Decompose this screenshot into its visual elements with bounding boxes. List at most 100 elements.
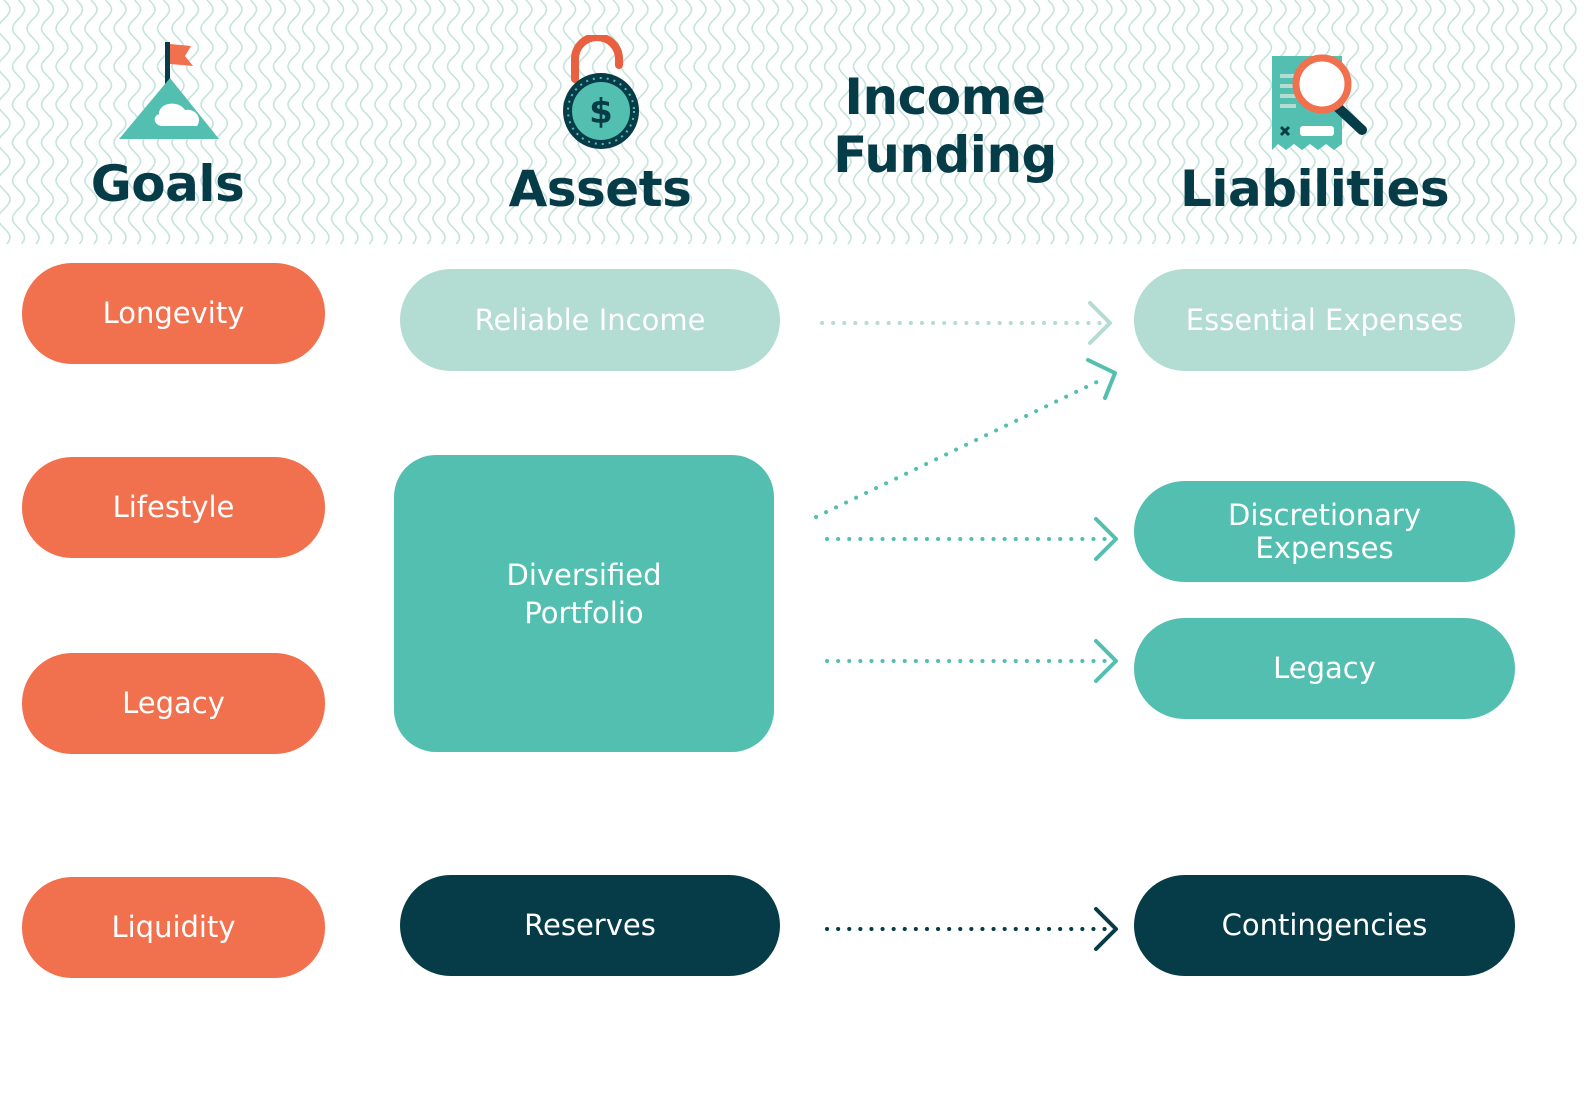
wave-line	[1389, 0, 1403, 245]
asset-diversified-line2: Portfolio	[524, 595, 644, 630]
wave-line	[649, 0, 664, 245]
wave-line	[1244, 0, 1258, 245]
liability-contingencies: Contingencies	[1134, 875, 1515, 976]
wave-line	[809, 0, 823, 245]
wave-line	[1548, 0, 1563, 245]
svg-text:$: $	[589, 92, 613, 132]
wave-line	[69, 0, 84, 245]
wave-line	[983, 0, 997, 245]
asset-reliable-income: Reliable Income	[400, 269, 780, 371]
wave-line	[113, 0, 127, 245]
wave-line	[635, 0, 649, 245]
wave-line	[1128, 0, 1142, 245]
wave-line	[997, 0, 1012, 245]
wave-line	[1331, 0, 1345, 245]
goal-legacy: Legacy	[22, 653, 325, 754]
arrow-reserves-to-contingencies	[825, 907, 1118, 951]
wave-line	[214, 0, 229, 245]
wave-line	[272, 0, 287, 245]
asset-reserves: Reserves	[400, 875, 780, 976]
wave-line	[765, 0, 780, 245]
wave-line	[1403, 0, 1418, 245]
wave-line	[417, 0, 432, 245]
wave-line	[1041, 0, 1055, 245]
wave-line	[1215, 0, 1229, 245]
wave-line	[1229, 0, 1244, 245]
wave-line	[1374, 0, 1389, 245]
wave-line	[867, 0, 881, 245]
wave-line	[26, 0, 40, 245]
wave-line	[1461, 0, 1476, 245]
wave-line	[1084, 0, 1099, 245]
arrow-portfolio-to-discretionary	[825, 517, 1118, 561]
wave-line	[1055, 0, 1070, 245]
asset-diversified-line1: Diversified	[506, 557, 662, 592]
header-liabilities: Liabilities	[1180, 160, 1450, 218]
liability-discretionary-line1: Discretionary	[1228, 497, 1421, 532]
wave-line	[490, 0, 504, 245]
wave-line	[751, 0, 765, 245]
wave-line	[1026, 0, 1041, 245]
wave-line	[1476, 0, 1490, 245]
arrow-reliable-to-essential	[820, 301, 1112, 345]
mountain-flag-icon	[119, 42, 219, 139]
wave-line	[11, 0, 26, 245]
wave-line	[1447, 0, 1461, 245]
header-income-funding: Income Funding	[820, 68, 1070, 184]
wave-line	[693, 0, 707, 245]
arrow-portfolio-to-legacy	[825, 639, 1118, 683]
wave-line	[838, 0, 852, 245]
wave-line	[1012, 0, 1026, 245]
wave-line	[1171, 0, 1186, 245]
wave-line	[345, 0, 359, 245]
wave-line	[939, 0, 954, 245]
wave-line	[1099, 0, 1113, 245]
wave-line	[722, 0, 736, 245]
wave-line	[1534, 0, 1548, 245]
wave-line	[1505, 0, 1519, 245]
wave-line	[968, 0, 983, 245]
wave-line	[910, 0, 925, 245]
dollar-lock-icon: $	[563, 35, 639, 149]
wave-line	[243, 0, 258, 245]
header-goals: Goals	[90, 155, 245, 213]
arrow-portfolio-to-essential	[814, 358, 1117, 519]
wave-line	[852, 0, 867, 245]
wave-line	[330, 0, 345, 245]
wave-line	[881, 0, 896, 245]
wave-line	[40, 0, 55, 245]
wave-line	[403, 0, 417, 245]
wave-line	[229, 0, 243, 245]
wave-line	[1490, 0, 1505, 245]
wave-line	[1142, 0, 1157, 245]
wave-line	[1563, 0, 1577, 245]
wave-line	[794, 0, 809, 245]
wave-line	[258, 0, 272, 245]
wave-line	[374, 0, 388, 245]
liability-legacy: Legacy	[1134, 618, 1515, 719]
header-assets: Assets	[508, 160, 692, 218]
wave-line	[301, 0, 316, 245]
wave-line	[678, 0, 693, 245]
liability-discretionary-line2: Expenses	[1255, 530, 1394, 565]
wave-line	[1113, 0, 1128, 245]
wave-line	[504, 0, 519, 245]
wave-line	[548, 0, 562, 245]
wave-line	[1418, 0, 1432, 245]
wave-line	[200, 0, 214, 245]
wave-line	[1157, 0, 1171, 245]
wave-line	[896, 0, 910, 245]
wave-line	[359, 0, 374, 245]
goal-lifestyle: Lifestyle	[22, 457, 325, 558]
wave-line	[1186, 0, 1200, 245]
wave-line	[519, 0, 533, 245]
wave-line	[446, 0, 461, 245]
wave-line	[461, 0, 475, 245]
wave-line	[823, 0, 838, 245]
wave-line	[1258, 0, 1273, 245]
wave-line	[664, 0, 678, 245]
wave-line	[0, 0, 11, 245]
wave-line	[707, 0, 722, 245]
liability-essential-expenses: Essential Expenses	[1134, 269, 1515, 371]
